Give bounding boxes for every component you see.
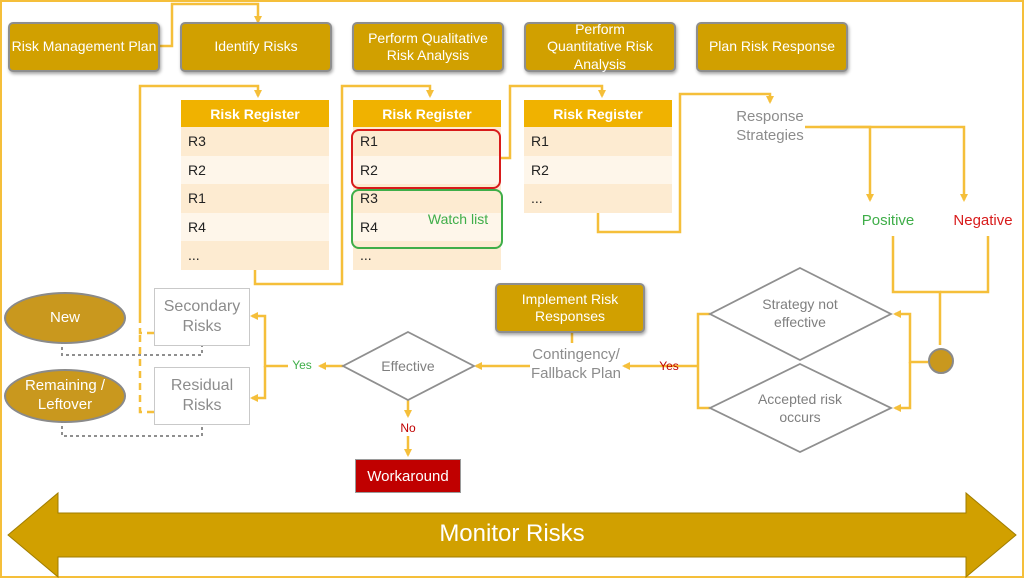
register-row: R2	[524, 155, 672, 184]
identify-risk-register: Risk Register R3 R2 R1 R4 ...	[181, 100, 329, 270]
no-label-effective: No	[400, 421, 416, 435]
implement-risk-responses-label: Implement Risk Responses	[521, 290, 619, 325]
effective-label: Effective	[381, 358, 435, 374]
risk-management-plan-label: Risk Management Plan	[11, 38, 157, 55]
perform-qualitative-label: Perform Qualitative Risk Analysis	[368, 29, 488, 64]
arrow-to-positive	[805, 125, 874, 202]
watch-list-highlight	[351, 189, 503, 249]
effective-diamond	[341, 330, 476, 402]
register-row: R3	[181, 127, 329, 156]
response-strategies-label: Response Strategies	[736, 108, 804, 144]
secondary-risks-box: Secondary Risks	[154, 288, 250, 346]
arrow-to-negative	[820, 125, 968, 202]
register-row: R1	[524, 127, 672, 156]
dashed-secondary-to-loop	[138, 318, 154, 335]
risk-management-plan-box: Risk Management Plan	[8, 22, 160, 72]
register-row: R1	[353, 127, 501, 156]
register-row: R4	[181, 212, 329, 241]
yes-label-contingency: Yes	[659, 359, 679, 373]
implement-risk-responses-box: Implement Risk Responses	[495, 283, 645, 333]
register-row: ...	[181, 241, 329, 270]
quantitative-risk-register: Risk Register R1 R2 ...	[524, 100, 672, 213]
workaround-box: Workaround	[355, 459, 461, 493]
monitor-risks-label: Monitor Risks	[439, 520, 585, 547]
remaining-leftover-oval: Remaining / Leftover	[4, 369, 126, 423]
identify-risks-box: Identify Risks	[180, 22, 332, 72]
register-row: ...	[353, 241, 501, 270]
arrow-identify-to-qualitative	[253, 84, 434, 286]
remaining-leftover-label: Remaining / Leftover	[24, 377, 106, 413]
strategy-not-effective-diamond	[708, 266, 893, 362]
arrow-quantitative-to-response	[596, 92, 774, 234]
contingency-fallback-plan-label: Contingency/ Fallback Plan	[530, 346, 622, 382]
accepted-risk-occurs-diamond	[707, 362, 894, 454]
watch-list-label: Watch list	[427, 211, 489, 227]
strategy-not-effective-label: Strategy not effective	[762, 296, 838, 330]
arrow-plan-to-identify	[158, 2, 262, 48]
secondary-risks-label: Secondary Risks	[163, 298, 241, 335]
register-header: Risk Register	[353, 100, 501, 127]
dotted-leftover-to-residual	[61, 420, 203, 437]
priority-risks-highlight	[351, 129, 501, 189]
residual-risks-label: Residual Risks	[170, 377, 234, 414]
merge-junction-dot	[928, 348, 954, 374]
perform-quantitative-box: Perform Quantitative Risk Analysis	[524, 20, 676, 72]
register-row: R4	[353, 212, 501, 241]
arrow-yes-to-residual	[250, 366, 267, 402]
register-row: R2	[181, 155, 329, 184]
identify-risks-label: Identify Risks	[214, 38, 298, 55]
qualitative-risk-register: Risk Register R1 R2 R3 R4 ...	[353, 100, 501, 270]
accepted-risk-occurs-label: Accepted risk occurs	[757, 391, 843, 425]
register-header: Risk Register	[524, 100, 672, 127]
new-label: New	[49, 308, 80, 326]
register-row: R2	[353, 155, 501, 184]
yes-label-effective: Yes	[292, 358, 312, 372]
perform-quantitative-label: Perform Quantitative Risk Analysis	[547, 20, 653, 72]
residual-risks-box: Residual Risks	[154, 367, 250, 425]
plan-risk-response-label: Plan Risk Response	[708, 38, 836, 55]
line-diamonds-joint	[696, 312, 710, 410]
positive-label: Positive	[861, 212, 915, 229]
arrow-qualitative-to-quantitative	[496, 84, 606, 160]
arrow-junction-to-strategy	[893, 310, 928, 364]
arrow-yes-to-secondary	[250, 312, 288, 368]
line-negative-merge	[940, 236, 990, 294]
new-risks-oval: New	[4, 292, 126, 344]
perform-qualitative-box: Perform Qualitative Risk Analysis	[352, 22, 504, 72]
register-row: ...	[524, 184, 672, 213]
dashed-residual-to-loop	[138, 333, 154, 414]
plan-risk-response-box: Plan Risk Response	[696, 22, 848, 72]
register-row: R1	[181, 184, 329, 213]
arrow-junction-to-accepted	[893, 362, 912, 412]
register-header: Risk Register	[181, 100, 329, 127]
monitor-risks-arrow	[7, 491, 1017, 578]
arrow-loop-to-identify-register	[138, 84, 262, 318]
negative-label: Negative	[953, 212, 1013, 229]
line-positive-merge	[891, 236, 942, 345]
dotted-new-to-secondary	[61, 341, 203, 356]
